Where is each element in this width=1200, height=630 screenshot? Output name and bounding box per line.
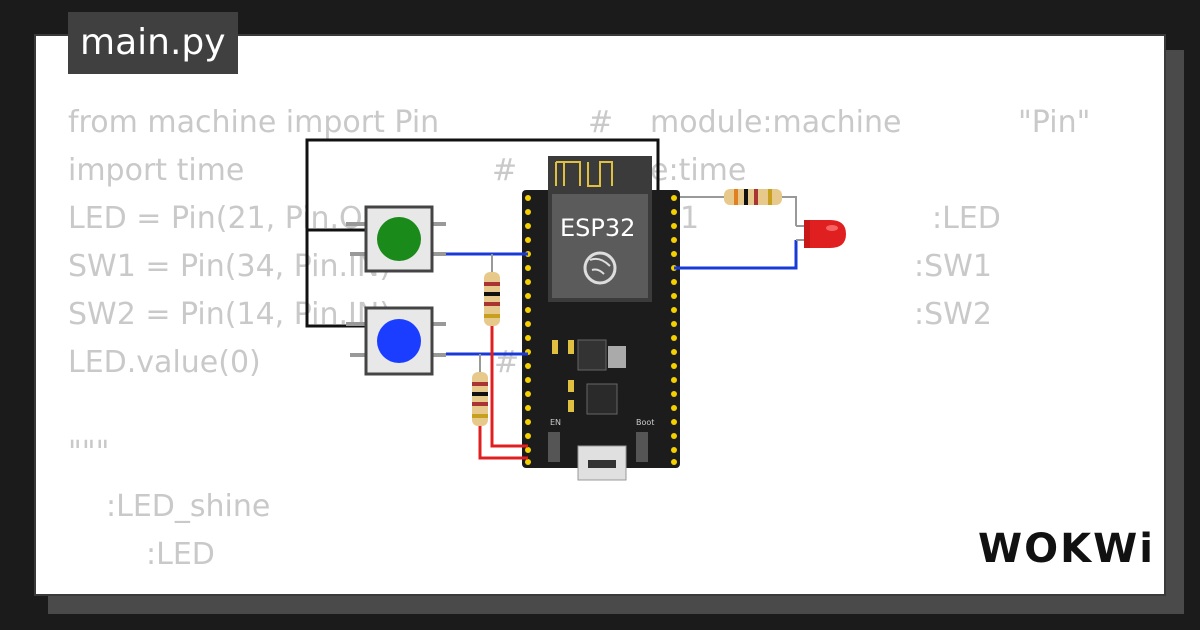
wire-blue-led xyxy=(674,240,798,270)
code-line-1: from machine import Pin xyxy=(68,105,440,140)
comment-sw2: :SW2 xyxy=(914,297,992,332)
code-line-8: :LED_shine xyxy=(106,489,271,524)
file-tab[interactable]: main.py xyxy=(68,12,238,74)
comment-sw1: :SW1 xyxy=(914,249,992,284)
code-line-4: SW1 = Pin(34, Pin.IN) xyxy=(68,249,392,284)
wire-black-left xyxy=(305,230,366,328)
button-sw2 xyxy=(346,306,446,376)
boot-label: Boot xyxy=(636,418,654,427)
led-red xyxy=(796,220,846,248)
comment-hash-2: # xyxy=(492,153,518,188)
code-line-2: import time xyxy=(68,153,245,188)
comment-module-time: e:time xyxy=(650,153,747,188)
resistor-sw1 xyxy=(484,254,500,326)
comment-hash-3: # xyxy=(494,345,520,380)
button-sw1 xyxy=(346,205,446,273)
esp32-label: ESP32 xyxy=(560,214,635,242)
wire-red-pulldown-2 xyxy=(478,420,528,460)
resistor-sw2 xyxy=(472,354,488,426)
wokwi-logo: WOKWi xyxy=(978,526,1155,572)
en-label: EN xyxy=(550,418,561,427)
comment-pin-1: 1 xyxy=(680,201,700,236)
code-line-7: """ xyxy=(68,435,110,470)
resistor-led xyxy=(680,189,797,226)
board-pins xyxy=(525,195,677,465)
wire-red-pulldown-1 xyxy=(490,320,528,448)
comment-led: :LED xyxy=(932,201,1001,236)
code-line-6: LED.value(0) xyxy=(68,345,261,380)
comment-hash-1: # xyxy=(588,105,614,140)
comment-pin-string: "Pin" xyxy=(1018,105,1091,140)
code-line-9: :LED xyxy=(146,537,215,572)
comment-module-machine: module:machine xyxy=(650,105,902,140)
esp32-board: ESP32 EN Boot xyxy=(522,156,680,481)
